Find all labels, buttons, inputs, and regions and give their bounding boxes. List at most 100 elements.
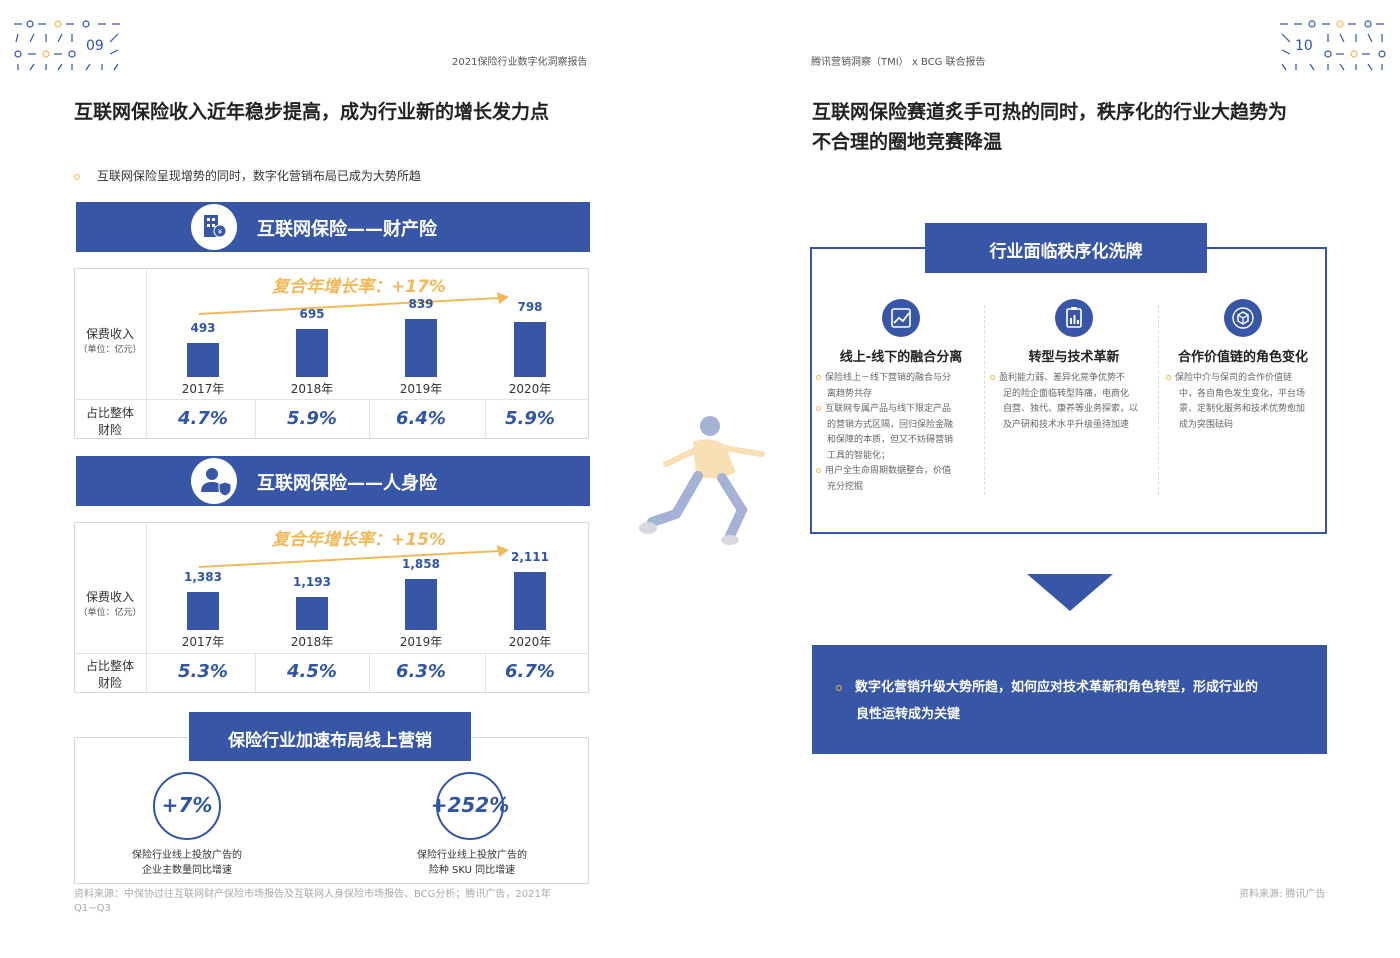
- body-line: 保险中介与保司的合作价值链: [1175, 373, 1293, 383]
- left-bullet: 互联网保险呈现增势的同时，数字化营销布局已成为大势所趋: [74, 167, 421, 184]
- body-line: 保险线上－线下营销的融合与分: [825, 373, 952, 383]
- share-value: 6.7%: [505, 661, 555, 682]
- body-line: 及产研和技术水平升级亟待加速: [1003, 419, 1130, 430]
- report-header-left: 2021保险行业数字化洞察报告: [452, 57, 588, 68]
- svg-text:¥: ¥: [218, 228, 223, 236]
- left-stat-value: +7%: [161, 793, 213, 817]
- conclusion-box: [812, 645, 1327, 754]
- trend-banner: [925, 223, 1207, 273]
- list-item: 保险中介与保司的合作价值链: [1166, 371, 1324, 387]
- left-source: 资料来源：中保协过往互联网财产保险市场报告及互联网人身保险市场报告、BCG分析；…: [74, 888, 594, 916]
- share-value: 5.9%: [287, 408, 337, 429]
- property-trend-arrow: [198, 292, 509, 315]
- body-line: 充分挖掘: [827, 481, 864, 492]
- ylabel-unit: （单位：亿元）: [78, 608, 142, 618]
- bar: [296, 328, 328, 377]
- column-title-3: 合作价值链的角色变化: [1177, 350, 1308, 365]
- x-tick-label: 2018年: [290, 635, 334, 649]
- source-line2: Q1~Q3: [74, 903, 111, 914]
- user-shield-icon: [191, 458, 237, 504]
- trend-banner-title: 行业面临秩序化洗牌: [989, 242, 1143, 262]
- bar-value-label: 2,111: [511, 550, 549, 564]
- conclusion-text: 数字化营销升级大势所趋，如何应对技术革新和角色转型，形成行业的 良性运转成为关键: [836, 674, 1316, 728]
- divider: [75, 399, 588, 400]
- x-tick-label: 2020年: [508, 635, 552, 649]
- caption-line2: 险种 SKU 同比增速: [428, 865, 516, 876]
- body-line: 互联网专属产品与线下限定产品: [825, 404, 952, 414]
- right-page-title: 互联网保险赛道炙手可热的同时，秩序化的行业大趋势为 不合理的圈地竞赛降温: [812, 97, 1287, 157]
- divider: [984, 305, 985, 495]
- share-value: 4.5%: [287, 661, 337, 682]
- left-page-title: 互联网保险收入近年稳步提高，成为行业新的增长发力点: [74, 101, 550, 123]
- page-number-right: 10: [1295, 38, 1313, 54]
- life-share-label: 占比整体 财险: [76, 657, 144, 691]
- share-label-line2: 财险: [97, 423, 122, 437]
- body-line: 工具的智能化；: [827, 450, 891, 461]
- bar-value-label: 1,193: [293, 575, 331, 590]
- bullet-text: 互联网保险呈现增势的同时，数字化营销布局已成为大势所趋: [96, 169, 421, 183]
- divider: [485, 654, 486, 692]
- share-value: 6.3%: [396, 661, 446, 682]
- column-body-3: 保险中介与保司的合作价值链 中，各自角色发生变化，平台场 景、定制化服务和技术优…: [1166, 371, 1324, 433]
- corner-pattern-left: [14, 18, 124, 74]
- life-cagr: 复合年增长率：+15%: [272, 530, 446, 550]
- life-banner: [76, 456, 590, 506]
- report-header-right: 腾讯营销洞察（TMI） x BCG 联合报告: [811, 57, 986, 68]
- chart-trend-icon: [882, 299, 920, 337]
- bar: [514, 572, 546, 630]
- caption-line2: 企业主数量同比增速: [142, 865, 232, 876]
- source-line1: 资料来源：中保协过往互联网财产保险市场报告及互联网人身保险市场报告、BCG分析；…: [74, 889, 551, 900]
- column-title-1: 线上-线下的融合分离: [839, 350, 963, 365]
- property-chart-panel: [74, 268, 589, 439]
- divider: [146, 524, 147, 692]
- x-tick-label: 2017年: [181, 635, 225, 649]
- right-stat-circle: [436, 772, 504, 840]
- divider: [146, 270, 147, 438]
- ylabel-unit: （单位：亿元）: [78, 345, 142, 355]
- column-title-2: 转型与技术革新: [1028, 350, 1120, 365]
- caption-line1: 保险行业线上投放广告的: [417, 850, 527, 861]
- bar: [405, 319, 437, 377]
- ylabel-text: 保费收入: [85, 327, 134, 341]
- list-item: 保险线上－线下营销的融合与分: [816, 371, 982, 387]
- clipboard-chart-icon: [1055, 299, 1093, 337]
- property-share-label: 占比整体 财险: [76, 404, 144, 438]
- x-tick-label: 2019年: [399, 382, 443, 396]
- body-line: 离趋势共存: [827, 388, 873, 399]
- title-line2: 不合理的圈地竞赛降温: [812, 131, 1003, 153]
- body-line: 足的险企面临转型阵痛，电商化: [1003, 388, 1130, 399]
- bar: [405, 578, 437, 630]
- share-value: 4.7%: [178, 408, 228, 429]
- property-banner: [76, 202, 590, 252]
- left-stat-circle: [153, 772, 221, 840]
- share-value: 5.9%: [505, 408, 555, 429]
- bullet-dot-icon: [74, 173, 80, 180]
- bullet-dot-icon: [836, 684, 842, 691]
- building-icon: ¥: [191, 204, 237, 250]
- ylabel-text: 保费收入: [85, 590, 134, 604]
- divider: [1158, 305, 1159, 495]
- online-banner: [189, 712, 471, 761]
- right-source: 资料来源: 腾讯广告: [1239, 889, 1326, 900]
- bar: [514, 321, 546, 377]
- body-line: 和保障的本质，但又不妨碍营销: [827, 435, 954, 445]
- x-tick-label: 2018年: [290, 382, 334, 396]
- online-banner-title: 保险行业加速布局线上营销: [228, 731, 432, 751]
- x-tick-label: 2020年: [508, 382, 552, 396]
- body-line: 中，各自角色发生变化，平台场: [1179, 388, 1306, 399]
- right-stat-value: +252%: [430, 793, 510, 817]
- divider: [255, 400, 256, 438]
- bullet-dot-icon: [1166, 375, 1171, 380]
- bar-value-label: 695: [299, 306, 325, 321]
- right-stat-caption: 保险行业线上投放广告的 险种 SKU 同比增速: [392, 848, 552, 878]
- list-item: 盈利能力弱、差异化竞争优势不: [990, 371, 1156, 387]
- x-tick-label: 2017年: [181, 382, 225, 396]
- body-line: 自营、独代、康养等业务探索，以: [1003, 404, 1139, 414]
- life-ylabel: 保费收入 （单位：亿元）: [76, 588, 144, 618]
- share-label-line2: 财险: [97, 676, 122, 690]
- divider: [369, 400, 370, 438]
- title-line1: 互联网保险赛道炙手可热的同时，秩序化的行业大趋势为: [812, 101, 1288, 123]
- bullet-dot-icon: [990, 375, 995, 380]
- bar-value-label: 798: [517, 299, 543, 314]
- running-person-illustration: [639, 416, 765, 545]
